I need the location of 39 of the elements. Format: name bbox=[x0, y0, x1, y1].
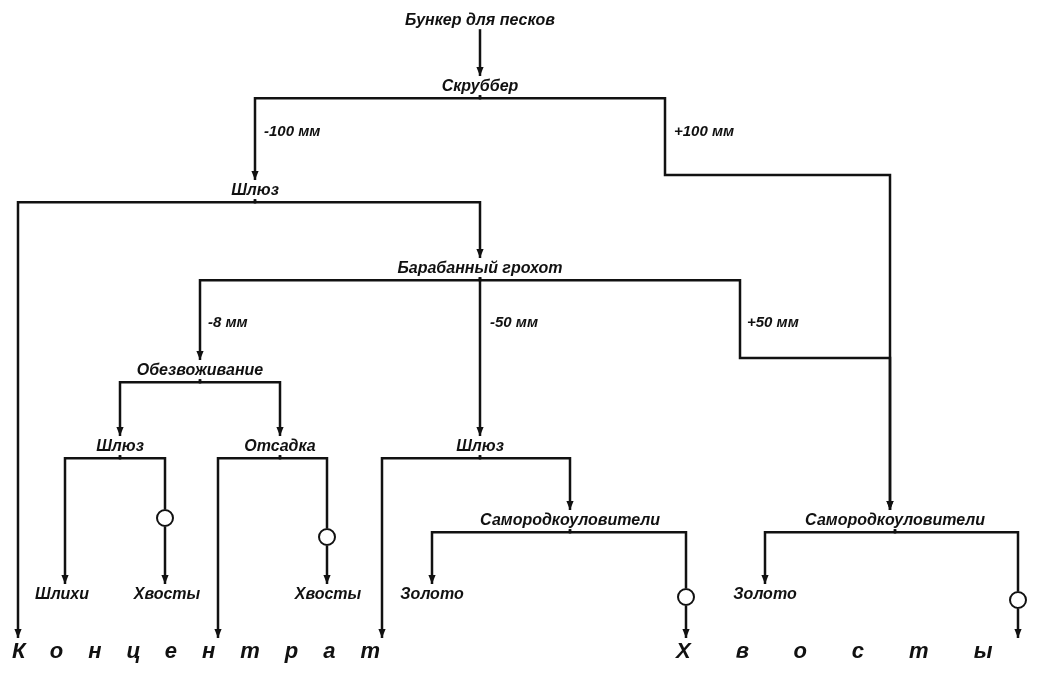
stage-label: Самородкоуловители bbox=[477, 510, 663, 530]
junction-circle bbox=[1009, 591, 1027, 609]
junction-circle bbox=[318, 528, 336, 546]
stage-label: Самородкоуловители bbox=[802, 510, 988, 530]
arrow bbox=[196, 276, 482, 360]
arrow bbox=[682, 606, 690, 638]
stage-label: Отсадка bbox=[242, 436, 318, 456]
stage-label: Обезвоживание bbox=[134, 360, 266, 380]
arrow bbox=[478, 455, 574, 510]
stage-label: Шлихи bbox=[32, 584, 92, 604]
stage-label: Шлюз bbox=[229, 180, 281, 200]
arrow bbox=[476, 29, 484, 76]
arrow bbox=[214, 455, 282, 638]
stage-label: Барабанный грохот bbox=[395, 258, 565, 278]
stage-label: Золото bbox=[731, 584, 799, 604]
stage-label: Хвосты bbox=[131, 584, 203, 604]
arrow bbox=[1014, 609, 1022, 638]
stage-label: Шлюз bbox=[454, 436, 506, 456]
junction-circle bbox=[156, 509, 174, 527]
arrow bbox=[61, 455, 122, 584]
arrow bbox=[378, 455, 482, 638]
arrow bbox=[161, 527, 169, 584]
stage-label: Золото bbox=[398, 584, 466, 604]
junction-circle bbox=[677, 588, 695, 606]
arrow bbox=[14, 198, 257, 638]
arrow bbox=[116, 379, 202, 436]
arrow bbox=[251, 95, 482, 180]
stage-label: Скруббер bbox=[439, 76, 521, 96]
arrow bbox=[323, 546, 331, 584]
stage-label: Хвосты bbox=[292, 584, 364, 604]
arrow bbox=[198, 379, 284, 436]
arrow bbox=[253, 199, 484, 258]
arrow bbox=[478, 276, 894, 510]
stage-label: Хвосты bbox=[674, 638, 1037, 665]
arrow bbox=[428, 529, 572, 584]
stage-label: Шлюз bbox=[94, 436, 146, 456]
stage-label: Бункер для песков bbox=[403, 10, 557, 30]
stage-label: Концентрат bbox=[10, 638, 408, 665]
arrow bbox=[761, 529, 897, 584]
